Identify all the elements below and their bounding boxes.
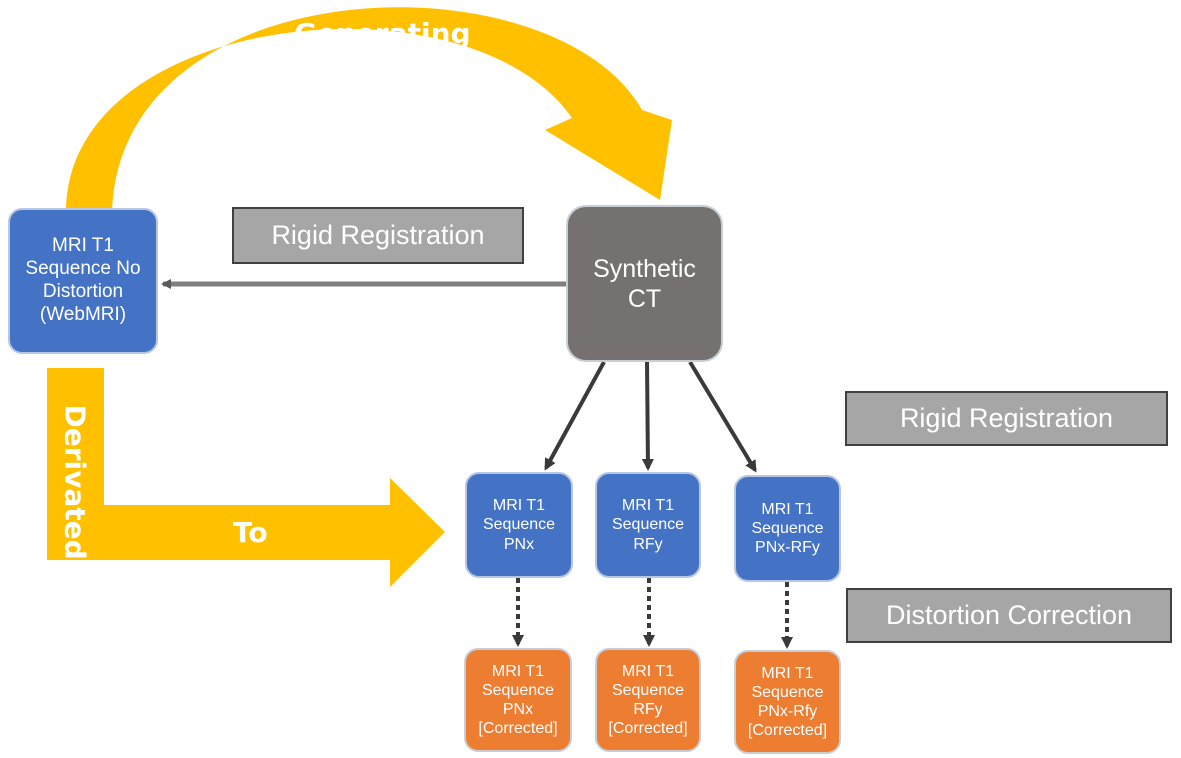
sequence-pnx-rfy-node: MRI T1 Sequence PNx-RFy bbox=[734, 475, 841, 582]
ct-to-pnx-rfy-arrow bbox=[688, 360, 757, 473]
corrected-pnx-node: MRI T1 Sequence PNx [Corrected] bbox=[464, 648, 572, 752]
derivated-label: Derivated bbox=[58, 404, 92, 560]
derivated-arrow bbox=[47, 368, 445, 587]
sequence-rfy-node: MRI T1 Sequence RFy bbox=[595, 472, 701, 578]
synthetic-ct-text: Synthetic CT bbox=[593, 254, 696, 313]
corrected-rfy-node: MRI T1 Sequence RFy [Corrected] bbox=[595, 648, 701, 752]
corrected-pnx-text: MRI T1 Sequence PNx [Corrected] bbox=[478, 662, 558, 738]
to-label: To bbox=[233, 516, 268, 549]
sequence-rfy-text: MRI T1 Sequence RFy bbox=[611, 497, 685, 553]
rigid-registration-top-label: Rigid Registration bbox=[232, 207, 524, 264]
ct-to-pnx-arrow bbox=[544, 361, 606, 471]
sequence-pnx-rfy-text: MRI T1 Sequence PNx-RFy bbox=[751, 500, 824, 557]
source-mri-node: MRI T1 Sequence No Distortion (WebMRI) bbox=[8, 208, 158, 354]
distortion-correction-label: Distortion Correction bbox=[846, 588, 1172, 643]
generating-arrow-body bbox=[66, 7, 672, 212]
ct-to-rfy-arrow bbox=[641, 361, 654, 471]
rigid-registration-right-label: Rigid Registration bbox=[845, 391, 1168, 446]
source-mri-text: MRI T1 Sequence No Distortion (WebMRI) bbox=[25, 235, 141, 325]
corrected-rfy-text: MRI T1 Sequence RFy [Corrected] bbox=[608, 662, 688, 738]
sequence-pnx-node: MRI T1 Sequence PNx bbox=[465, 472, 573, 578]
generating-label: Generating bbox=[294, 17, 471, 50]
corrected-pnx-rfy-text: MRI T1 Sequence PNx-Rfy [Corrected] bbox=[747, 664, 828, 740]
sequence-pnx-text: MRI T1 Sequence PNx bbox=[482, 497, 556, 553]
synthetic-ct-node: Synthetic CT bbox=[566, 205, 723, 362]
corrected-pnx-rfy-node: MRI T1 Sequence PNx-Rfy [Corrected] bbox=[734, 650, 841, 754]
